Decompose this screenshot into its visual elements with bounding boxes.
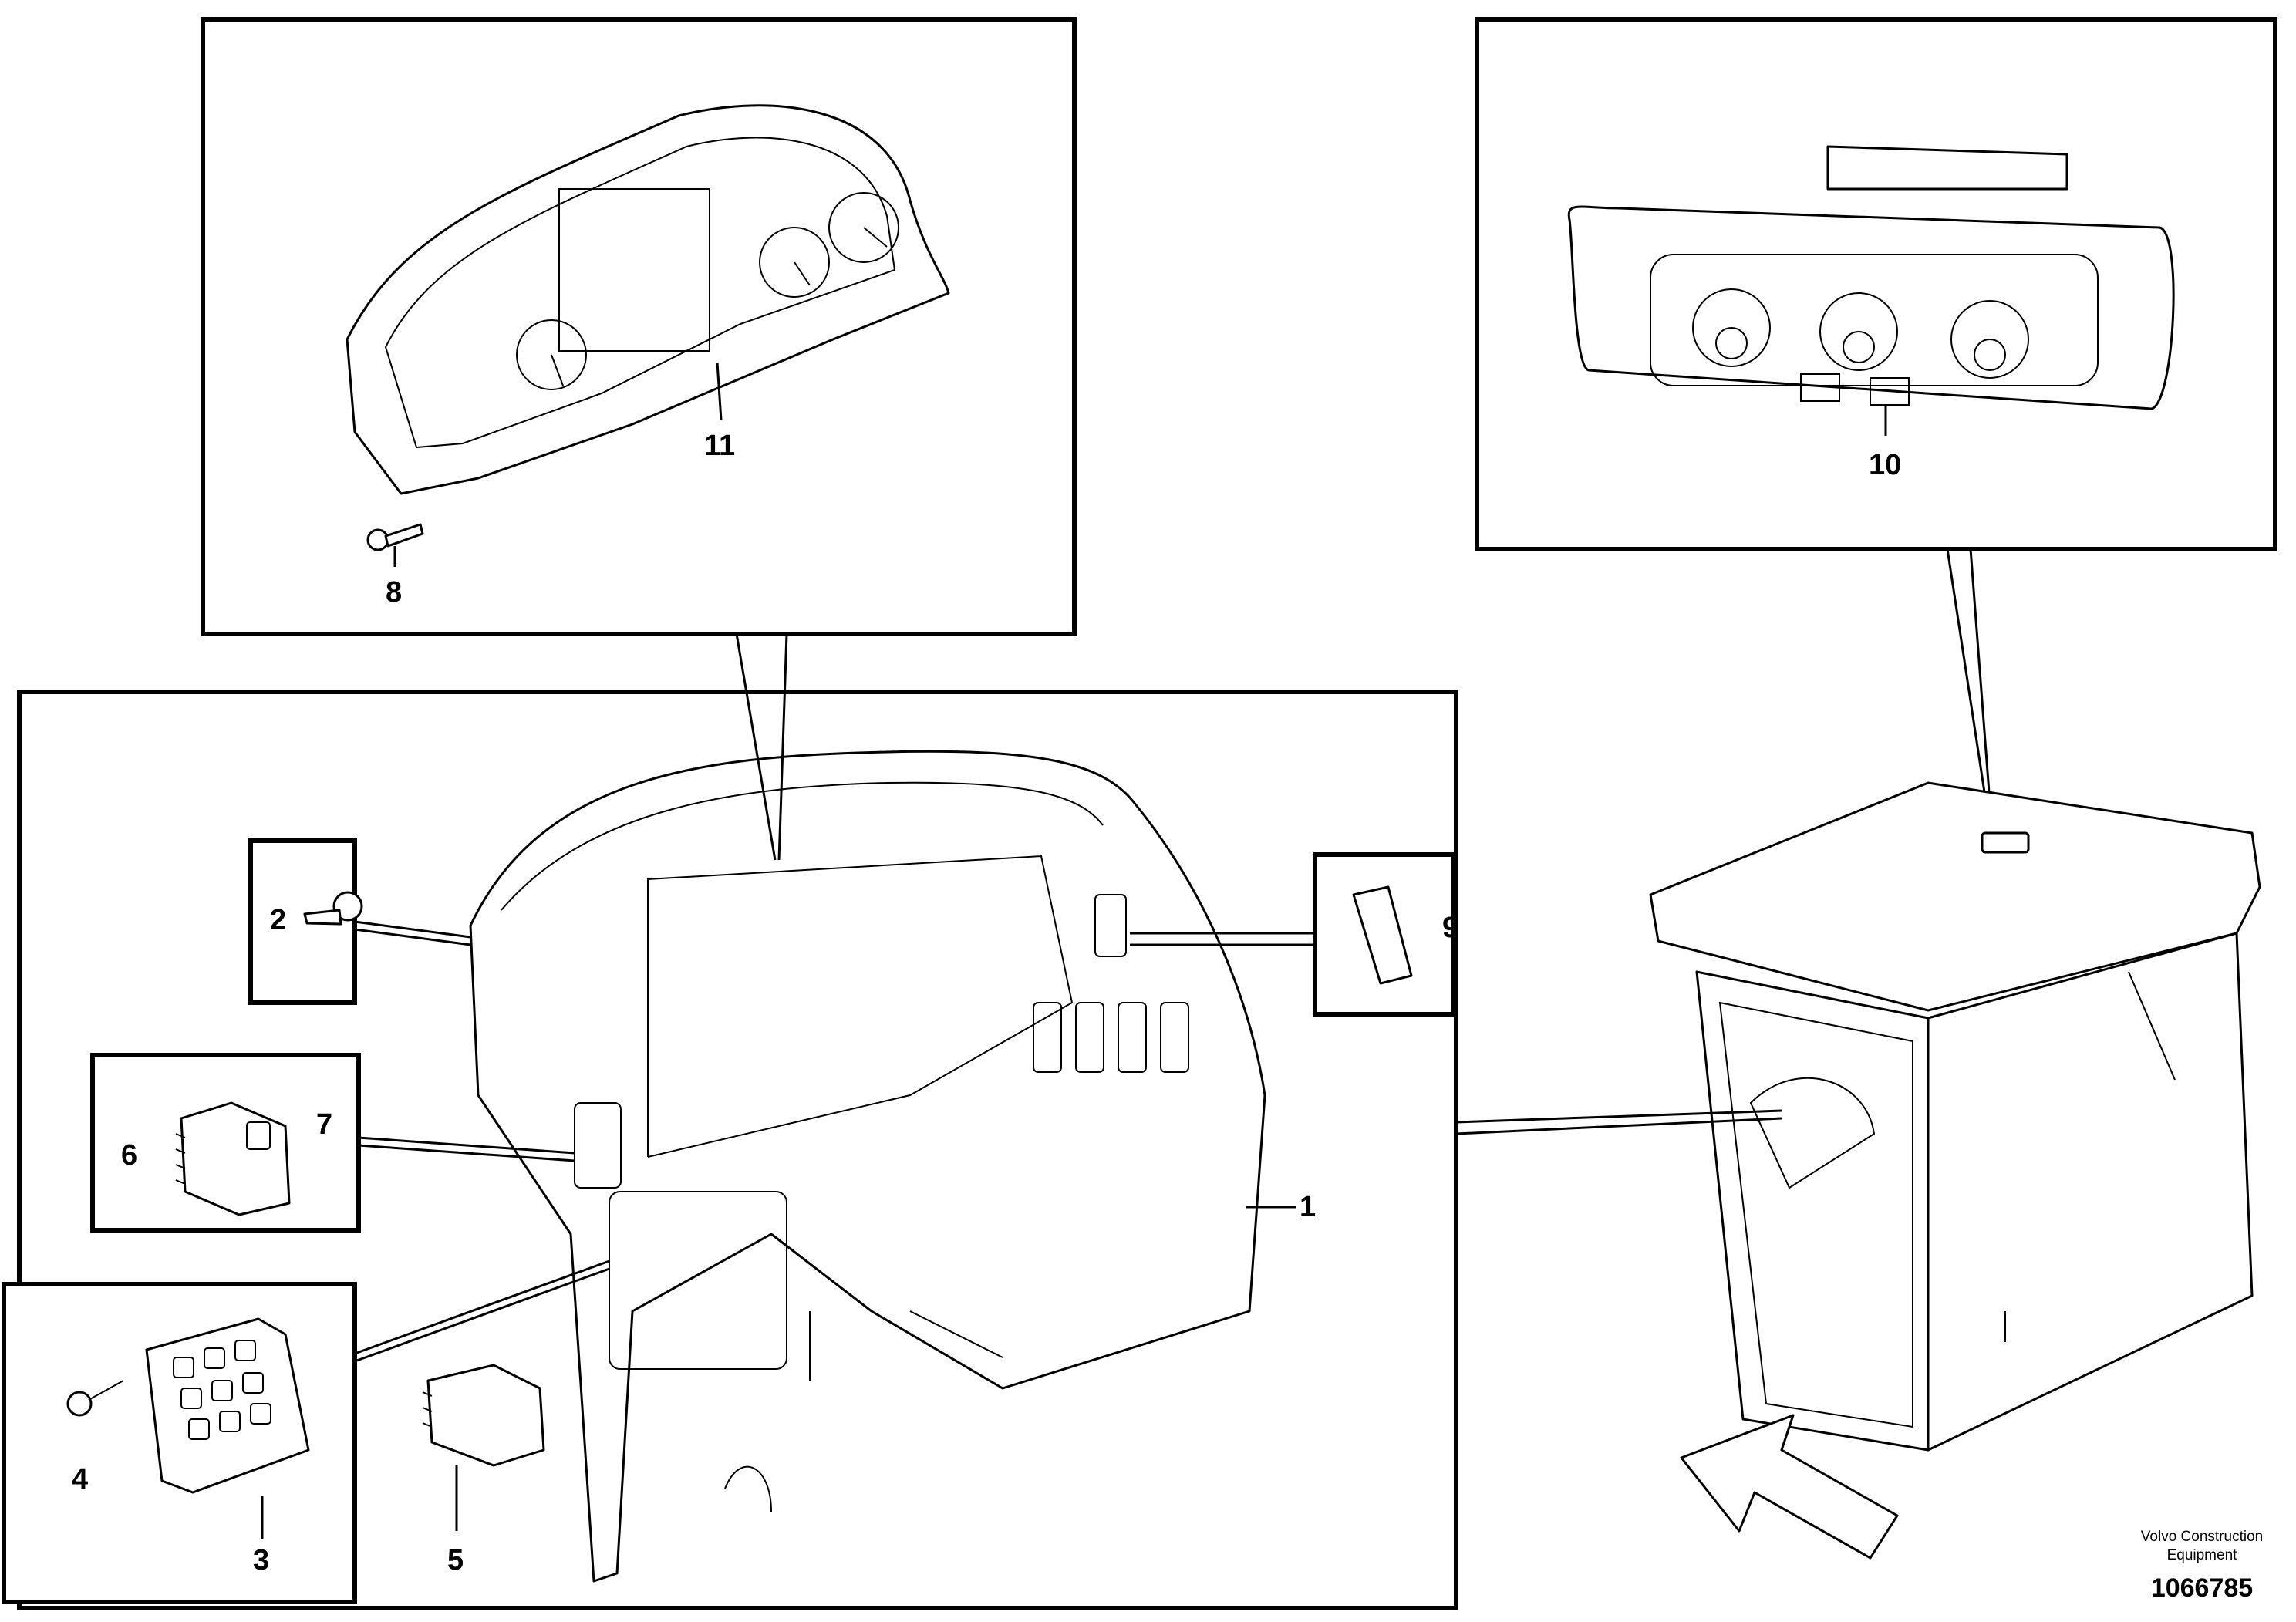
climate-control-box: 10 (1475, 17, 2277, 803)
dashboard-panel: 1 (469, 750, 1316, 1583)
credit-line-2: Equipment (2167, 1547, 2238, 1563)
rocker-switch-icon (175, 1101, 291, 1216)
instrument-cluster (346, 104, 950, 495)
callout-7: 7 (316, 1108, 332, 1141)
callout-5: 5 (447, 1544, 464, 1576)
callout-2: 2 (270, 904, 286, 936)
callout-3: 3 (253, 1544, 269, 1576)
document-number: 1066785 (2151, 1573, 2253, 1603)
cover-plate-icon (1352, 885, 1413, 985)
keypad-icon (145, 1317, 310, 1494)
box-part-2: 2 (248, 838, 471, 1005)
callout-4: 4 (72, 1463, 88, 1496)
callout-1: 1 (1300, 1191, 1316, 1223)
callout-11: 11 (704, 430, 735, 462)
callout-10: 10 (1869, 449, 1901, 481)
climate-control-panel (1567, 145, 2175, 410)
screw-icon (303, 891, 363, 926)
callout-6: 6 (121, 1139, 137, 1172)
arrow-icon (1680, 1414, 1899, 1560)
box-parts-3-4: 4 3 (2, 1259, 610, 1604)
instrument-cluster-box: 11 8 (201, 17, 1077, 861)
box-part-9: 9 (1130, 852, 1458, 1017)
callout-9: 9 (1442, 912, 1458, 944)
credit-line-1: Volvo Construction (2141, 1529, 2263, 1545)
cab-overview (1649, 781, 2261, 1452)
bolt-icon (366, 523, 424, 551)
screw-icon (66, 1380, 124, 1417)
part-5-switch: 5 (422, 1364, 545, 1576)
callout-8: 8 (386, 576, 402, 609)
box-parts-6-7: 6 7 (90, 1053, 575, 1233)
